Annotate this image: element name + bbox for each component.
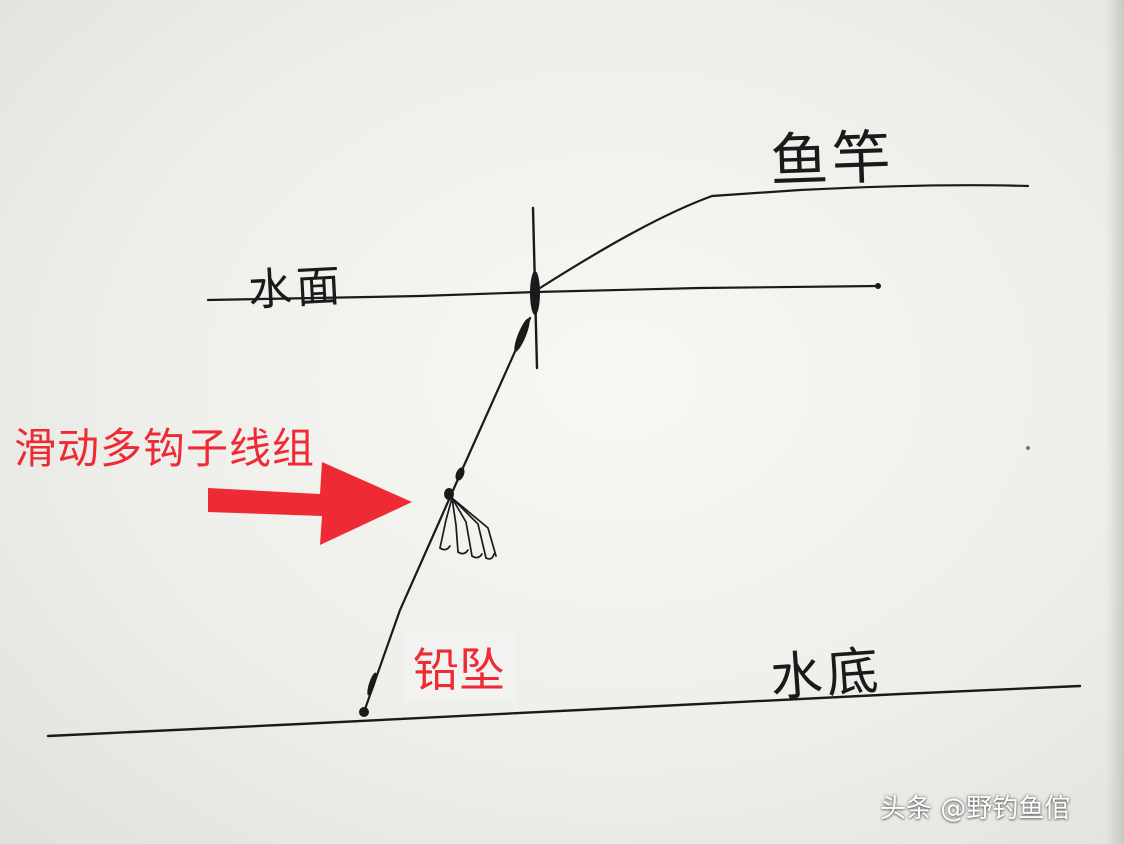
sinker-weight bbox=[367, 672, 377, 696]
hook-group-knot bbox=[444, 488, 454, 500]
water-surface-label: 水面 bbox=[246, 260, 346, 317]
multi-hook-group bbox=[439, 497, 497, 560]
water-bottom-label: 水底 bbox=[768, 641, 885, 709]
line-knot bbox=[455, 467, 465, 481]
sinker-label: 铅坠 bbox=[403, 632, 515, 702]
water-bottom-line bbox=[46, 684, 1082, 738]
watermark: 头条 @野钓鱼倌 bbox=[880, 794, 1071, 824]
float-body bbox=[530, 271, 540, 315]
main-line bbox=[362, 316, 532, 714]
bottom-contact-dot bbox=[359, 707, 369, 717]
paper-edge-shadow bbox=[1106, 0, 1124, 844]
rod-label: 鱼竿 bbox=[769, 122, 896, 196]
surface-line-end-dot bbox=[875, 283, 881, 289]
paper-speck bbox=[1026, 446, 1030, 450]
rod-line bbox=[538, 184, 1030, 290]
red-arrow bbox=[208, 462, 412, 545]
rig-label: 滑动多钩子线组 bbox=[14, 424, 316, 473]
